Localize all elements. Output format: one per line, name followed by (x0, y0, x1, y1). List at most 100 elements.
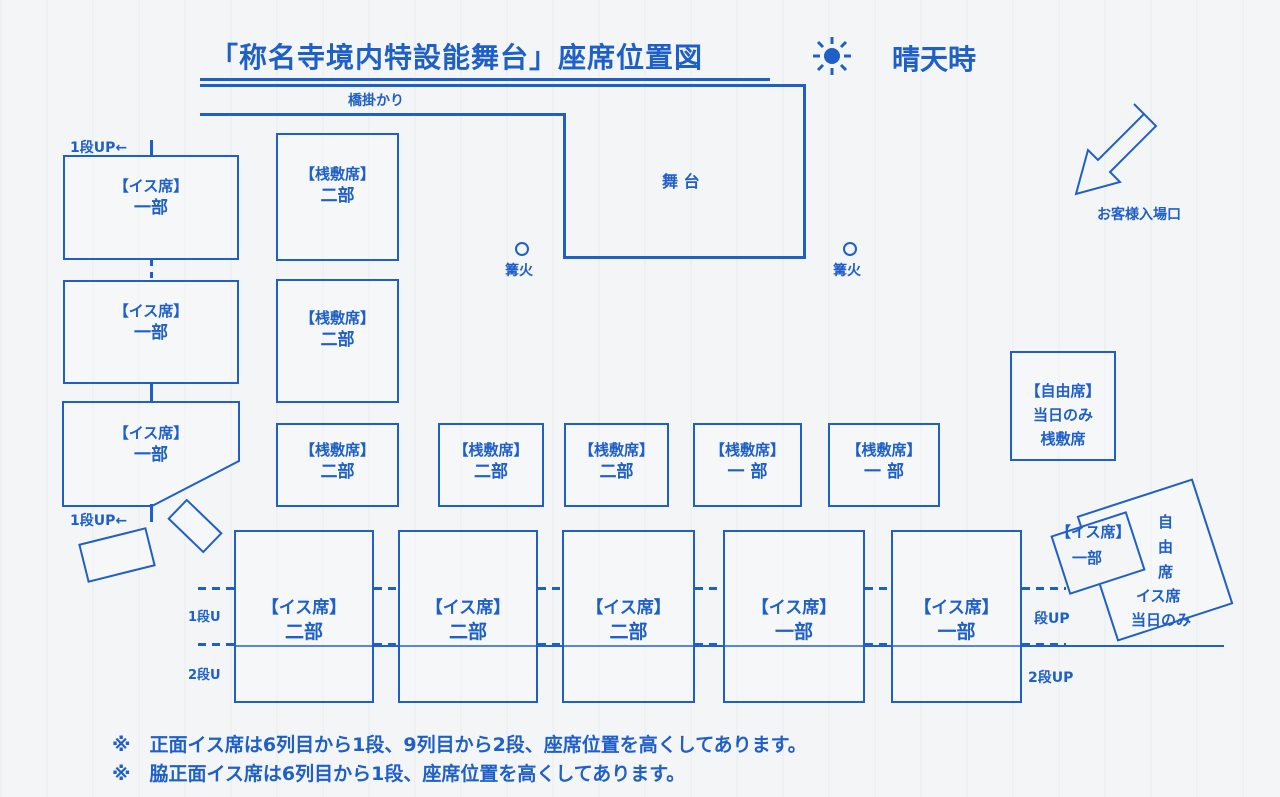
seat-type: 【桟敷席】 (846, 441, 922, 459)
seat-type: 【イス席】 (113, 302, 189, 320)
seat-type: 【桟敷席】 (299, 441, 375, 459)
seat-type: 【イス席】 (586, 598, 671, 618)
step-label-right-1: 段UP (1034, 611, 1070, 627)
free-tatami-seat: 【自由席】当日のみ桟敷席 (1010, 351, 1116, 461)
step-label-mid-2: 2段U (188, 668, 221, 683)
seat-part: 一部 (774, 621, 813, 643)
note-1: ※ 正面イス席は6列目から1段、9列目から2段、座席位置を高くしてあります。 (112, 734, 807, 756)
seat-part: 二部 (474, 462, 508, 482)
tatami-seat-row-4: 【桟敷席】一 部 (828, 423, 940, 507)
chair-seat-front-1: 【イス席】二部 (234, 530, 374, 703)
chair-seat-left-3-outline (62, 401, 240, 507)
tatami-seat-row-1: 【桟敷席】二部 (438, 423, 544, 507)
front-row-guide-line (234, 645, 1224, 647)
tatami-seat-col-3: 【桟敷席】二部 (276, 423, 399, 507)
dashed-connector (198, 643, 234, 646)
stage-label: 舞 台 (662, 172, 700, 191)
small-block (78, 527, 156, 583)
seat-type: 【イス席】 (113, 177, 189, 195)
dashed-connector (538, 643, 562, 646)
dashed-connector (538, 587, 562, 590)
seat-type: 【イス席】 (261, 598, 347, 618)
seat-part: 二部 (609, 621, 648, 643)
bridge-top-line (200, 84, 806, 87)
seat-type: 【桟敷席】 (578, 441, 654, 459)
seat-type: 【桟敷席】 (453, 441, 529, 459)
chair-seat-front-3: 【イス席】二部 (562, 530, 695, 703)
step-label-left-top: 1段UP← (70, 140, 128, 156)
seat-type: 【イス席】 (751, 598, 837, 618)
seat-part: 一部 (134, 445, 168, 465)
seat-part: 二部 (320, 462, 355, 482)
fire-marker-icon (515, 242, 529, 256)
sun-icon (813, 37, 851, 75)
step-marker (150, 140, 153, 156)
seat-availability: 当日のみ (1032, 406, 1093, 424)
step-label-right-2: 2段UP (1028, 670, 1074, 686)
dashed-connector (865, 587, 891, 590)
chair-seat-front-2: 【イス席】二部 (398, 530, 538, 703)
seat-type: 【桟敷席】 (299, 309, 375, 327)
seat-type: 【桟敷席】 (299, 165, 375, 183)
seat-part: 一 部 (864, 462, 904, 482)
dashed-connector (1022, 587, 1066, 590)
free-chair-char-2: 由 (1158, 538, 1174, 556)
free-chair-char-3: 席 (1158, 563, 1174, 581)
seat-type: 【イス席】 (425, 598, 511, 618)
seat-part: 一 部 (727, 462, 768, 482)
chair-seat-left-2: 【イス席】一部 (63, 280, 239, 384)
seat-part: 二部 (448, 621, 487, 643)
seat-part: 一部 (134, 198, 168, 218)
bridge-bottom-line (200, 113, 566, 116)
step-marker (150, 504, 153, 522)
seat-type: 【自由席】 (1025, 382, 1101, 400)
entrance-label: お客様入場口 (1097, 207, 1181, 223)
page-title: 「称名寺境内特設能舞台」座席位置図 (210, 41, 704, 74)
tatami-seat-row-2: 【桟敷席】二部 (564, 423, 669, 507)
chair-seat-right-type: 【イス席】 (1056, 523, 1131, 541)
step-label-mid-1: 1段U (188, 610, 221, 625)
seat-type: 【イス席】 (113, 424, 189, 442)
dashed-connector (374, 643, 398, 646)
fire-label-right: 篝火 (833, 263, 861, 279)
seat-part: 一部 (937, 621, 976, 643)
arrow-down-left-icon (1074, 103, 1158, 196)
dashed-connector (1022, 643, 1066, 646)
dashed-connector (865, 643, 891, 646)
note-2: ※ 脇正面イス席は6列目から1段、座席位置を高くしてあります。 (112, 763, 686, 785)
tatami-seat-col-2: 【桟敷席】二部 (276, 279, 399, 403)
chair-seat-front-4: 【イス席】一部 (723, 530, 865, 703)
seat-part: 一部 (134, 323, 168, 343)
tatami-seat-row-3: 【桟敷席】一 部 (693, 423, 802, 507)
free-chair-availability: 当日のみ (1131, 611, 1192, 629)
dashed-connector (374, 587, 398, 590)
dashed-connector (695, 587, 723, 590)
weather-label: 晴天時 (892, 43, 977, 76)
chair-seat-left-1: 【イス席】一部 (63, 155, 239, 260)
stage-right-line (803, 84, 806, 259)
free-chair-char-1: 自 (1158, 513, 1174, 531)
stage-bottom-line (563, 256, 806, 259)
seat-part: 二部 (320, 330, 355, 350)
chair-seat-front-5: 【イス席】一部 (891, 530, 1022, 703)
dashed-connector (150, 260, 153, 280)
seat-type: 【桟敷席】 (709, 441, 785, 459)
seat-type: 【イス席】 (914, 598, 999, 618)
dashed-connector (198, 587, 234, 590)
stage-left-line (563, 113, 566, 259)
seat-part: 二部 (284, 621, 323, 643)
seat-part: 二部 (599, 462, 634, 482)
title-underline (200, 78, 770, 81)
seat-part: 二部 (320, 186, 355, 206)
step-label-left-bottom: 1段UP← (70, 513, 128, 529)
seat-kind: 桟敷席 (1040, 430, 1086, 448)
fire-label-left: 篝火 (505, 263, 533, 279)
tatami-seat-col-1: 【桟敷席】二部 (276, 133, 399, 261)
bridge-label: 橋掛かり (348, 93, 404, 109)
dashed-connector (695, 643, 723, 646)
chair-seat-left-3: 【イス席】一部 (63, 422, 239, 466)
fire-marker-icon (843, 242, 857, 256)
free-chair-type: イス席 (1136, 587, 1181, 605)
chair-seat-right-part: 一部 (1072, 549, 1103, 567)
